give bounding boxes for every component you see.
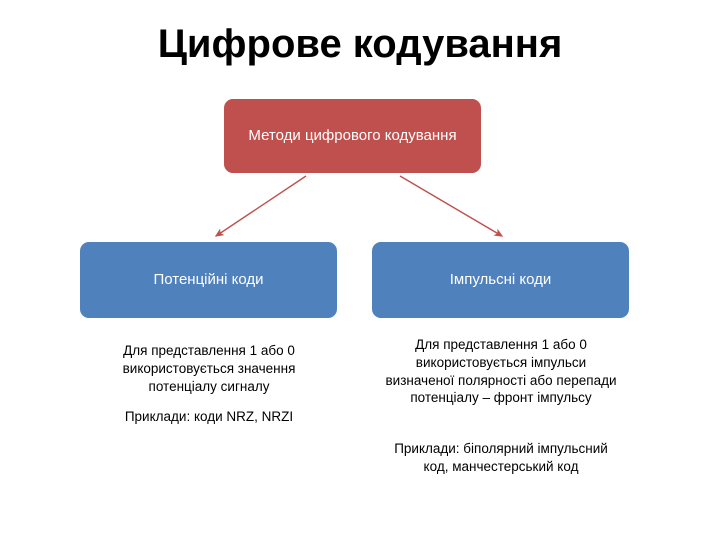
connector-root-to-potential <box>214 175 307 237</box>
node-potential-codes[interactable]: Потенційні коди <box>80 242 337 318</box>
node-potential-codes-label: Потенційні коди <box>153 270 264 288</box>
caption-potential-description: Для представлення 1 або 0 використовуєть… <box>122 343 296 394</box>
node-root[interactable]: Методи цифрового кодування <box>224 99 481 173</box>
node-pulse-codes-label: Імпульсні коди <box>449 270 552 288</box>
caption-potential-examples: Приклади: коди NRZ, NRZI <box>124 409 294 424</box>
node-root-label: Методи цифрового кодування <box>248 126 457 144</box>
caption-pulse-description: Для представлення 1 або 0 використовуєть… <box>385 337 617 406</box>
connector-root-to-pulse <box>399 175 504 237</box>
page-title: Цифрове кодування <box>157 22 563 66</box>
node-pulse-codes[interactable]: Імпульсні коди <box>372 242 629 318</box>
caption-pulse-examples: Приклади: біполярний імпульсний код, ман… <box>394 441 608 474</box>
